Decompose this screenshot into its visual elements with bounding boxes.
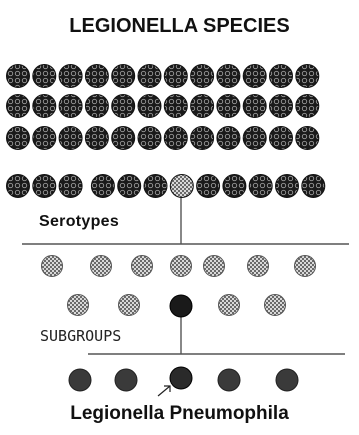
subgroup-cell bbox=[114, 368, 138, 392]
species-cell bbox=[242, 64, 267, 88]
pointer-arrowhead-icon bbox=[164, 385, 171, 392]
species-cell bbox=[295, 126, 320, 150]
cell-groups bbox=[6, 64, 326, 397]
species-cell bbox=[222, 174, 247, 198]
species-cell bbox=[295, 94, 320, 118]
species-cell bbox=[6, 126, 30, 150]
serotype-cell bbox=[294, 255, 316, 277]
subgroups-label: SUBGROUPS bbox=[40, 327, 122, 345]
species-cell bbox=[190, 64, 215, 88]
species-cell bbox=[137, 64, 162, 88]
serotype-cell bbox=[247, 255, 269, 277]
species-cell bbox=[84, 94, 109, 118]
species-cell bbox=[163, 64, 188, 88]
serotypes-label: Serotypes bbox=[39, 213, 120, 230]
species-cell bbox=[84, 126, 109, 150]
serotype-cell bbox=[67, 294, 89, 316]
species-cell bbox=[216, 64, 241, 88]
species-cell bbox=[242, 126, 267, 150]
selected-serotype-cell bbox=[169, 294, 193, 318]
species-cell bbox=[190, 126, 215, 150]
species-cell bbox=[58, 174, 83, 198]
serotype-cell bbox=[264, 294, 286, 316]
species-cell bbox=[269, 64, 293, 88]
species-cell bbox=[111, 126, 136, 150]
species-cell bbox=[32, 94, 57, 118]
serotype-cell bbox=[41, 255, 63, 277]
species-cell bbox=[6, 64, 30, 88]
pointer-arrow-icon bbox=[157, 385, 171, 397]
species-cell bbox=[32, 64, 57, 88]
serotype-cell bbox=[218, 294, 240, 316]
serotype-cell bbox=[170, 255, 192, 277]
species-cell bbox=[295, 64, 320, 88]
species-cell bbox=[58, 94, 83, 118]
species-cell bbox=[163, 126, 188, 150]
subgroup-cell bbox=[217, 368, 241, 392]
species-cell bbox=[32, 174, 57, 198]
species-cell bbox=[137, 126, 162, 150]
species-cell bbox=[143, 174, 168, 198]
serotype-cell bbox=[118, 294, 140, 316]
species-cell bbox=[242, 94, 267, 118]
species-cell bbox=[269, 126, 293, 150]
species-cell bbox=[196, 174, 221, 198]
legionella-pneumophila-label: Legionella Pneumophila bbox=[70, 403, 289, 424]
species-cell bbox=[301, 174, 326, 198]
species-cell bbox=[117, 174, 142, 198]
species-cell bbox=[84, 64, 109, 88]
highlighted-species-cell bbox=[169, 174, 194, 198]
species-cell bbox=[275, 174, 299, 198]
species-cell bbox=[137, 94, 162, 118]
pneumophila-subgroup-cell bbox=[169, 366, 193, 390]
species-cell bbox=[216, 94, 241, 118]
species-cell bbox=[32, 126, 57, 150]
species-cell bbox=[6, 94, 30, 118]
species-cell bbox=[58, 126, 83, 150]
species-cell bbox=[90, 174, 115, 198]
species-cell bbox=[6, 174, 30, 198]
species-cell bbox=[190, 94, 215, 118]
serotype-cell bbox=[131, 255, 153, 277]
species-cell bbox=[163, 94, 188, 118]
diagram-title: LEGIONELLA SPECIES bbox=[69, 15, 290, 37]
species-cell bbox=[269, 94, 293, 118]
subgroup-cell bbox=[275, 368, 299, 392]
serotype-cell bbox=[90, 255, 112, 277]
species-cell bbox=[58, 64, 83, 88]
species-cell bbox=[216, 126, 241, 150]
species-cell bbox=[248, 174, 273, 198]
species-cell bbox=[111, 94, 136, 118]
serotype-cell bbox=[203, 255, 225, 277]
species-cell bbox=[111, 64, 136, 88]
subgroup-cell bbox=[68, 368, 92, 392]
